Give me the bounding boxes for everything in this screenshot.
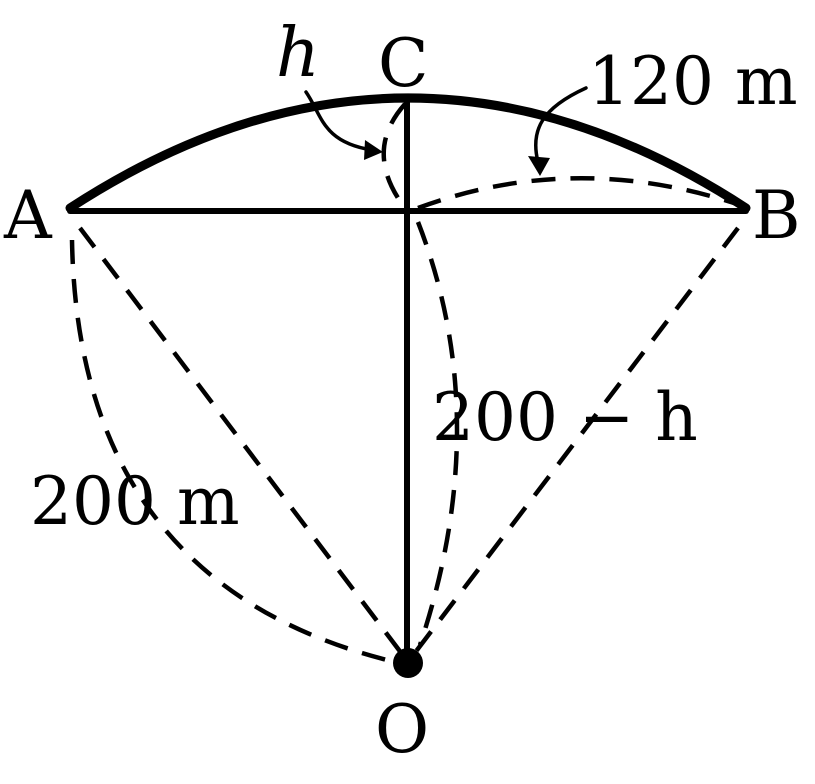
- center-point-o: [393, 648, 423, 678]
- height-arrowhead: [364, 140, 383, 160]
- point-label-c: C: [378, 25, 429, 102]
- point-label-a: A: [3, 177, 53, 254]
- remaining-curve: [415, 221, 460, 646]
- height-pointer: [304, 90, 374, 152]
- radius-200-curve: [69, 239, 396, 665]
- point-label-o: O: [375, 691, 429, 768]
- height-curve: [381, 102, 407, 206]
- half-chord-arrowhead: [528, 156, 550, 176]
- half-chord-label: 120 m: [588, 43, 798, 120]
- height-label: h: [276, 14, 320, 93]
- half-chord-curve: [417, 175, 741, 211]
- half-chord-pointer: [533, 86, 588, 164]
- radius-oa-dashed: [78, 226, 404, 656]
- radius-label: 200 m: [30, 463, 240, 540]
- remaining-label-text: 200 − h: [432, 379, 698, 456]
- radius-ob-dashed: [412, 226, 740, 656]
- point-label-b: B: [752, 177, 801, 254]
- remaining-label: 200 − h: [432, 379, 698, 456]
